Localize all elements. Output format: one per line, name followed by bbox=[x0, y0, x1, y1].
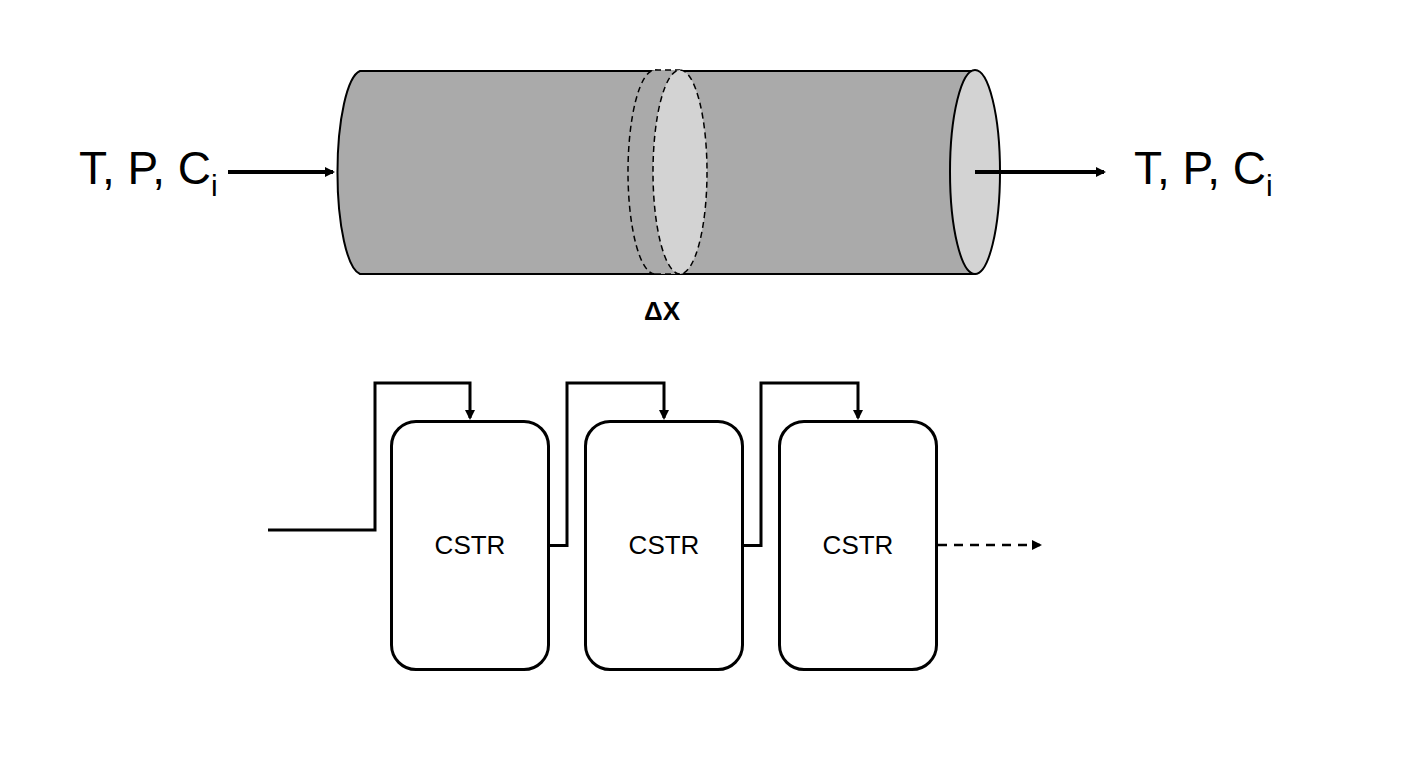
reactor-label: CSTR bbox=[629, 530, 700, 561]
reactor-label: CSTR bbox=[435, 530, 506, 561]
slice-face bbox=[653, 70, 707, 274]
state-label: T, P, Ci bbox=[1134, 141, 1273, 195]
state-label: T, P, C bbox=[79, 141, 211, 195]
outlet-dashed-arrow bbox=[938, 544, 1040, 547]
tube-body bbox=[337, 71, 997, 274]
subscript-label: i bbox=[1266, 169, 1273, 203]
state-label: T, P, C bbox=[1134, 141, 1266, 195]
subscript-label: i bbox=[211, 169, 218, 203]
reactor-box: CSTR bbox=[584, 420, 744, 671]
reactor-label: CSTR bbox=[823, 530, 894, 561]
outlet-arrow bbox=[975, 170, 1104, 174]
slice-width-label: ΔX bbox=[644, 296, 680, 327]
state-label: T, P, Ci bbox=[79, 141, 218, 195]
reactor-box: CSTR bbox=[778, 420, 938, 671]
inlet-arrow bbox=[228, 170, 333, 174]
reactor-box: CSTR bbox=[390, 420, 550, 671]
